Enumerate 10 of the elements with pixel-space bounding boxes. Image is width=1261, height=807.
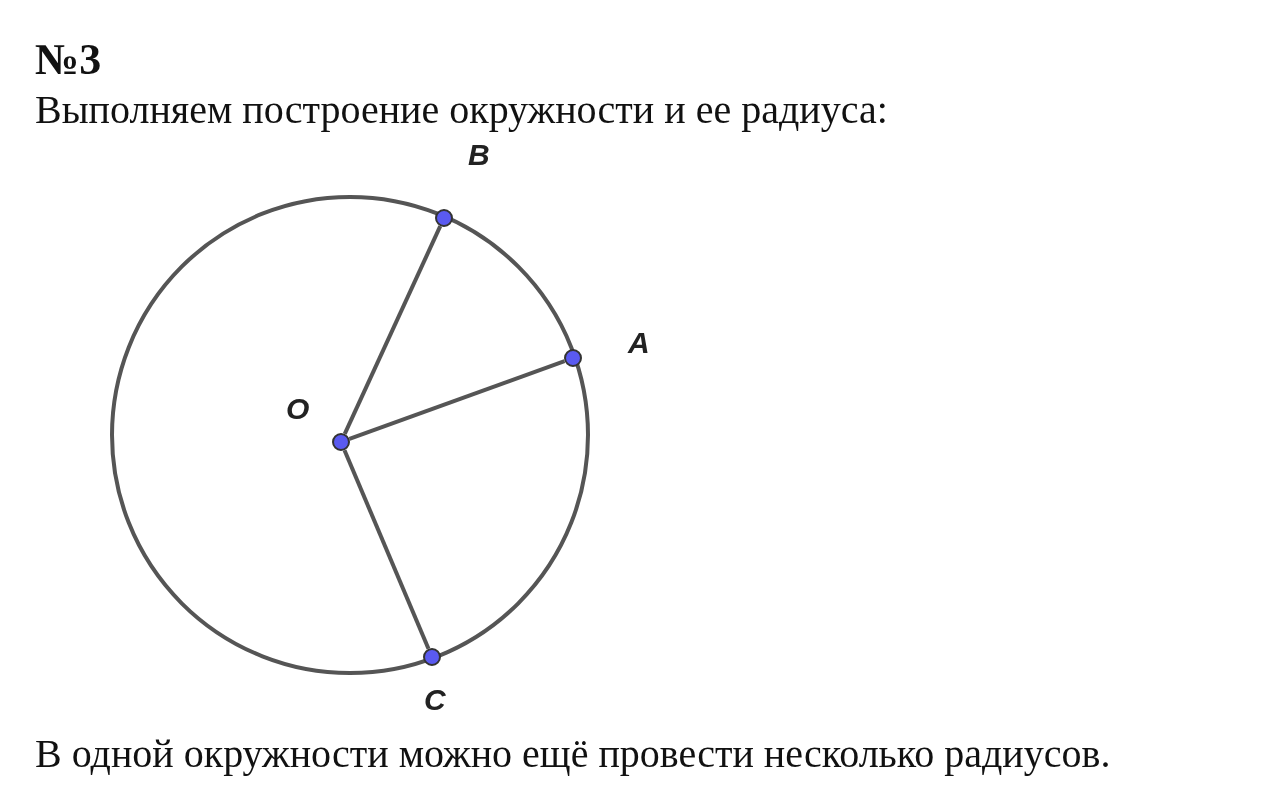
point-label: A bbox=[628, 328, 650, 358]
instruction-text: Выполняем построение окружности и ее радиуса: bbox=[35, 86, 888, 133]
point-label: C bbox=[424, 685, 446, 715]
radius-line bbox=[348, 359, 566, 441]
radius-line bbox=[342, 449, 431, 650]
task-number: №3 bbox=[35, 34, 102, 85]
caption-text: В одной окружности можно ещё провести несколько радиусов. bbox=[35, 730, 1111, 777]
point-label: O bbox=[286, 394, 310, 424]
radius-line bbox=[342, 225, 443, 435]
point-label: B bbox=[468, 140, 490, 170]
